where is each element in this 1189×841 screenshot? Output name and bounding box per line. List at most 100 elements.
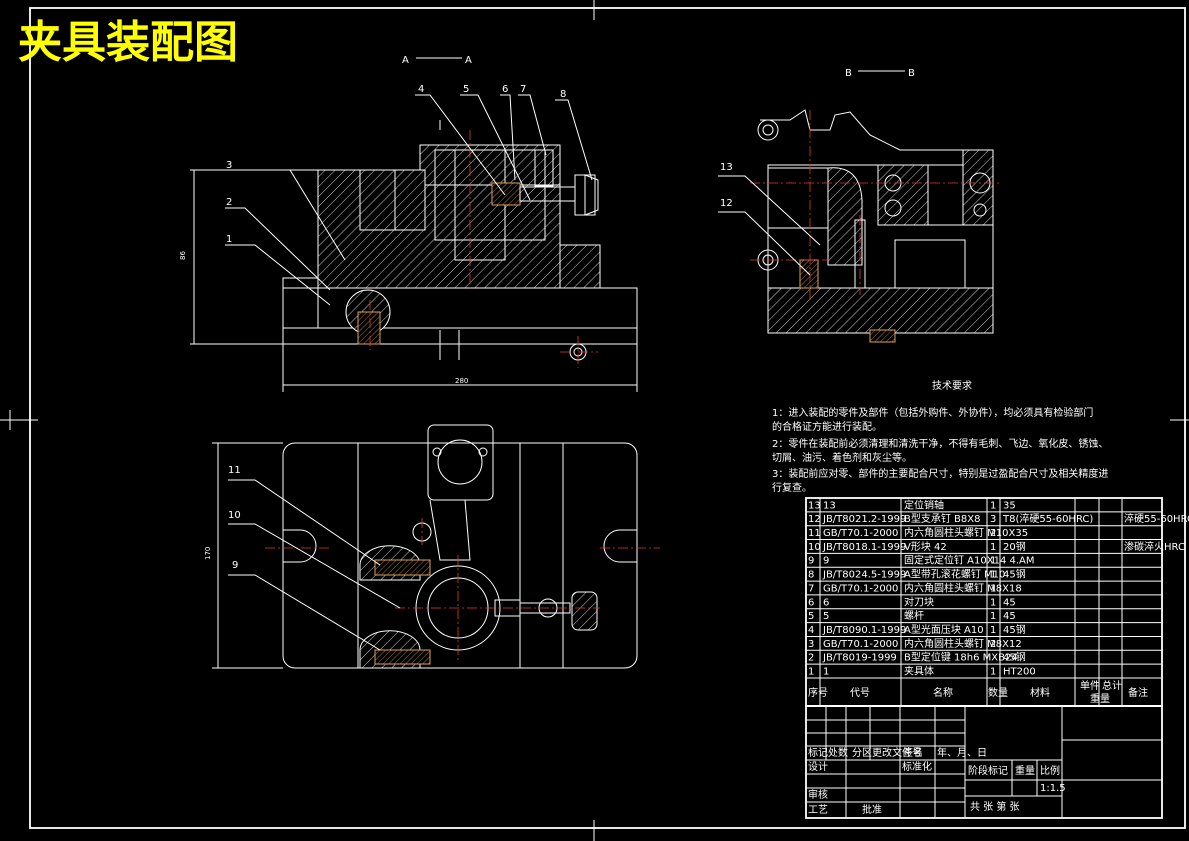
front-view: 86 280 <box>179 94 638 392</box>
cell-index: 7 <box>808 583 814 594</box>
header-index: 序号 <box>808 686 828 699</box>
tb-weight: 重量 <box>1015 764 1035 777</box>
cell-name: 内六角圆柱头螺钉 M8X12 <box>904 637 1022 650</box>
cell-qty: 1 <box>990 611 996 622</box>
cell-name: 定位销轴 <box>904 498 944 511</box>
cell-name: 内六角圆柱头螺钉 M10X35 <box>904 526 1028 539</box>
cell-qty: 3 <box>990 514 996 525</box>
cell-name: A型光面压块 A10 <box>904 623 984 636</box>
cell-qty: 1 <box>990 542 996 553</box>
cell-index: 13 <box>808 500 821 511</box>
tb-date: 年、月、日 <box>937 746 987 759</box>
svg-text:B: B <box>908 68 915 79</box>
cell-qty: 1 <box>990 597 996 608</box>
svg-text:170: 170 <box>204 547 212 560</box>
cell-index: 10 <box>808 542 821 553</box>
tb-standardize: 标准化 <box>902 760 932 773</box>
tb-scale: 比例 <box>1040 764 1060 777</box>
balloon-2: 2 <box>226 197 232 208</box>
tb-review: 审核 <box>808 788 828 801</box>
header-code: 代号 <box>850 687 870 699</box>
cell-code: JB/T8021.2-1999 <box>822 514 906 525</box>
cell-code: JB/T8019-1999 <box>822 653 897 664</box>
tech-line-6: 行复查。 <box>772 481 812 494</box>
tb-change: 更改文件号 <box>872 746 922 759</box>
cell-material: 45 <box>1003 611 1016 622</box>
balloon-labels: 1 2 3 4 5 6 7 8 9 10 11 12 13 <box>226 84 733 571</box>
cell-code: GB/T70.1-2000 <box>823 639 898 650</box>
cell-remark: 淬硬55-60HRC <box>1124 512 1189 525</box>
title-block: 标记 处数 分区 更改文件号 签名 年、月、日 设计 标准化 审核 工艺 批准 … <box>805 705 1163 819</box>
cell-name: 内六角圆柱头螺钉 M8X18 <box>904 581 1022 594</box>
cell-material: 45 <box>1003 597 1016 608</box>
cell-code: GB/T70.1-2000 <box>823 583 898 594</box>
svg-text:A: A <box>402 55 409 66</box>
cell-name: B型定位键 18h6 MXB24 <box>904 651 1018 664</box>
cell-name: 夹具体 <box>904 665 934 678</box>
tech-line-5: 3：装配前应对零、部件的主要配合尺寸，特别是过盈配合尺寸及相关精度进 <box>772 467 1108 480</box>
tb-sheets: 共 张 第 张 <box>970 800 1020 813</box>
drawing-title: 夹具装配图 <box>18 17 238 68</box>
top-view: 170 <box>204 424 660 669</box>
cell-code: 1 <box>823 667 829 678</box>
cell-code: 6 <box>823 597 829 608</box>
cell-code: JB/T8090.1-1999 <box>822 625 906 636</box>
tb-design: 设计 <box>808 760 828 773</box>
balloon-8: 8 <box>560 89 566 100</box>
tech-line-1: 1：进入装配的零件及部件（包括外购件、外协件），均必须具有检验部门 <box>772 406 1093 419</box>
cell-qty: 1 <box>990 556 996 567</box>
cell-material: 20钢 <box>1003 540 1026 553</box>
cell-index: 3 <box>808 639 814 650</box>
cell-name: 固定式定位钉 A10X14 4.AM <box>904 554 1035 567</box>
tb-approve: 批准 <box>862 803 882 816</box>
header-name: 名称 <box>933 686 953 699</box>
cell-material: 35 <box>1003 500 1016 511</box>
svg-text:86: 86 <box>179 251 187 260</box>
cell-qty: 1 <box>990 583 996 594</box>
balloon-12: 12 <box>720 198 733 209</box>
cell-material: T8(淬硬55-60HRC) <box>1002 512 1093 525</box>
balloon-3: 3 <box>226 160 232 171</box>
tb-zone: 分区 <box>852 747 872 759</box>
tb-mark: 标记 <box>808 747 828 759</box>
cell-name: B型支承钉 B8X8 <box>904 512 980 525</box>
tech-requirements: 技术要求 1：进入装配的零件及部件（包括外购件、外协件），均必须具有检验部门 的… <box>772 379 1108 494</box>
cell-name: 螺杆 <box>904 610 924 622</box>
svg-text:280: 280 <box>455 377 468 385</box>
cell-qty: 2 <box>990 639 996 650</box>
cell-name: 对刀块 <box>904 595 934 608</box>
parts-header: 序号 代号 名称 数量 材料 单件 总计 重量 备注 <box>806 677 1162 705</box>
balloon-9: 9 <box>232 560 238 571</box>
tech-line-3: 2：零件在装配前必须清理和清洗干净，不得有毛刺、飞边、氧化皮、锈蚀、 <box>772 437 1108 450</box>
header-material: 材料 <box>1030 686 1050 699</box>
cell-material: HT200 <box>1003 667 1036 678</box>
svg-text:A: A <box>465 55 472 66</box>
header-unit: 单件 <box>1080 680 1100 692</box>
balloon-6: 6 <box>502 84 508 95</box>
cell-index: 11 <box>808 528 821 539</box>
tb-stage: 阶段标记 <box>968 764 1008 777</box>
cell-qty: 1 <box>990 570 996 581</box>
cell-remark: 渗碳淬火HRC <box>1124 540 1185 553</box>
cell-code: 5 <box>823 611 829 622</box>
cell-index: 8 <box>808 570 814 581</box>
tech-line-4: 切屑、油污、着色剂和灰尘等。 <box>772 451 912 464</box>
cell-material: 45钢 <box>1003 651 1026 664</box>
cell-index: 9 <box>808 556 814 567</box>
cell-index: 5 <box>808 611 814 622</box>
cell-index: 2 <box>808 653 814 664</box>
balloon-7: 7 <box>520 84 526 95</box>
cell-qty: 2 <box>990 528 996 539</box>
cell-code: GB/T70.1-2000 <box>823 528 898 539</box>
